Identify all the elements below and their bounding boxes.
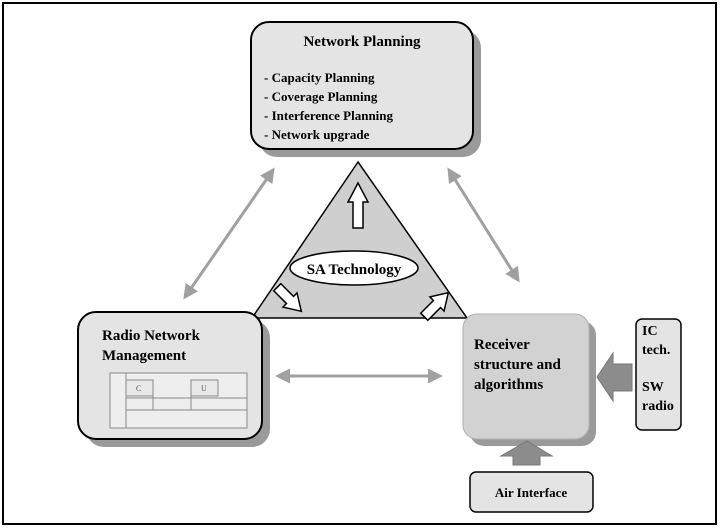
sa-technology-label: SA Technology (307, 262, 402, 278)
radio-management-title-2: Management (102, 348, 186, 364)
schematic-slot-u: U (201, 384, 207, 393)
radio-line: radio (642, 399, 674, 414)
receiver-line-1: Receiver (474, 337, 530, 353)
ic-line: IC (642, 324, 658, 339)
network-planning-box: Network Planning - Capacity Planning - C… (250, 21, 481, 157)
tech-line: tech. (642, 343, 670, 358)
planning-item-upgrade: - Network upgrade (264, 127, 370, 142)
sw-line: SW (642, 380, 664, 395)
receiver-line-2: structure and (474, 357, 561, 373)
arrow-planning-receiver (447, 167, 520, 283)
arrow-planning-management (183, 167, 275, 300)
up-block-arrow-icon (499, 440, 554, 466)
receiver-box: Receiver structure and algorithms (462, 313, 596, 446)
radio-management-box: Radio Network Management C U (77, 311, 270, 447)
receiver-line-3: algorithms (474, 377, 543, 393)
sa-technology-triangle: SA Technology (250, 160, 469, 322)
network-planning-panel (250, 21, 474, 150)
air-interface-label: Air Interface (495, 485, 568, 500)
up-arrow-icon (346, 181, 370, 229)
schematic-slot-c: C (136, 384, 141, 393)
air-interface-panel (469, 471, 594, 513)
air-interface-box: Air Interface (469, 471, 594, 513)
planning-item-coverage: - Coverage Planning (264, 89, 378, 104)
down-left-arrow-icon (272, 282, 303, 313)
ic-sw-box: IC tech. SW radio (635, 318, 682, 431)
down-right-arrow-icon (419, 291, 450, 322)
ic-sw-panel (635, 318, 682, 431)
left-block-arrow-icon (596, 351, 633, 403)
radio-management-title-1: Radio Network (102, 328, 201, 344)
sa-technology-ellipse (289, 250, 419, 286)
planning-item-interference: - Interference Planning (264, 108, 394, 123)
planning-item-capacity: - Capacity Planning (264, 70, 375, 85)
network-planning-title: Network Planning (303, 34, 421, 50)
receiver-panel (462, 313, 590, 440)
management-schematic (109, 372, 248, 429)
